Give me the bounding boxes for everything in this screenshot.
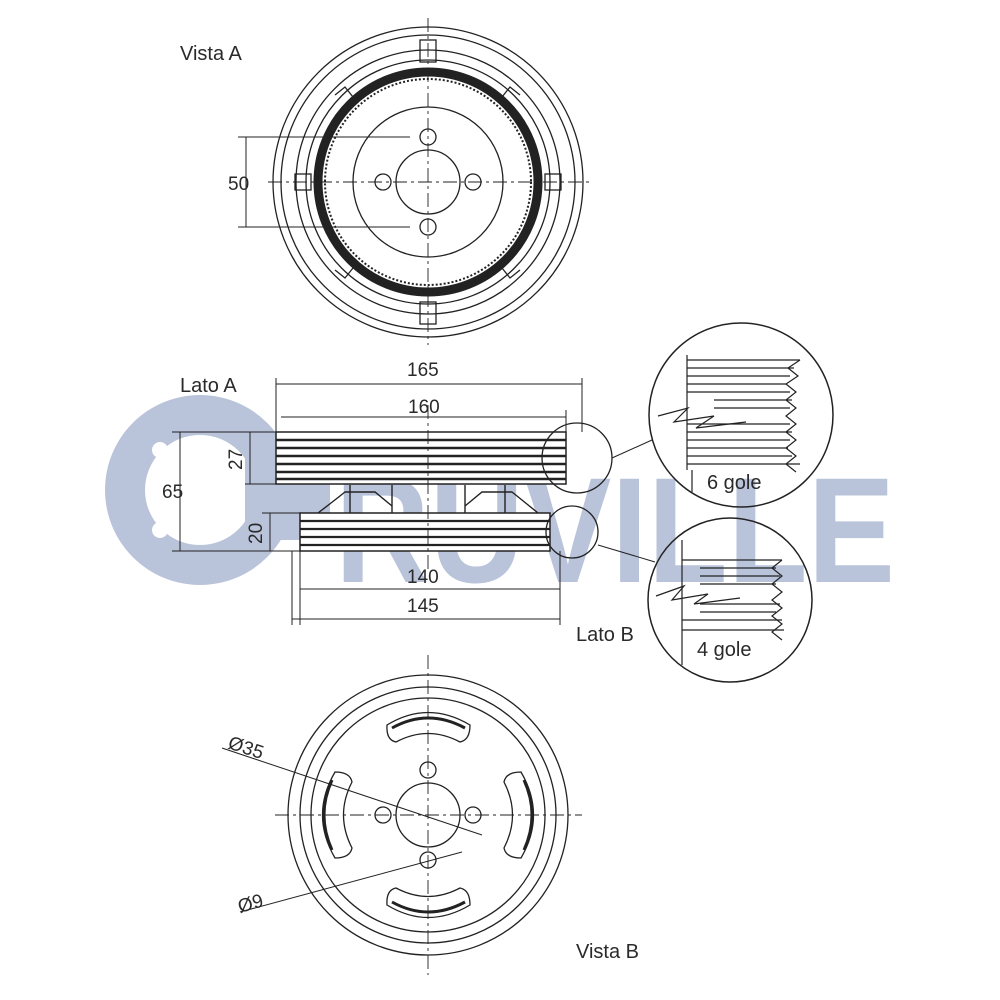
dim-50: 50 [228, 174, 249, 195]
vista-a-view: Vista A 50 [180, 18, 592, 345]
ruville-logo-emblem [105, 395, 330, 585]
grooves-6-label: 6 gole [707, 472, 762, 494]
dim-20: 20 [246, 523, 267, 544]
dim-diameter-35: Ø35 [225, 733, 266, 764]
side-view: 165 160 27 65 20 140 145 Lato A Lato B [162, 360, 656, 646]
dim-165: 165 [407, 360, 439, 381]
vista-b-label: Vista B [576, 941, 639, 963]
vista-a-label: Vista A [180, 43, 243, 65]
vista-b-view: Ø35 Ø9 Vista B [221, 655, 639, 975]
detail-lato-b: 4 gole [647, 517, 813, 683]
lato-a-label: Lato A [180, 375, 237, 397]
detail-lato-a: 6 gole [648, 322, 834, 508]
dim-27: 27 [226, 449, 247, 470]
lato-b-label: Lato B [576, 624, 634, 646]
dim-145: 145 [407, 596, 439, 617]
grooves-4-label: 4 gole [697, 639, 752, 661]
dim-65: 65 [162, 482, 183, 503]
dim-160: 160 [408, 397, 440, 418]
dim-diameter-9: Ø9 [236, 891, 266, 918]
dim-140: 140 [407, 567, 439, 588]
